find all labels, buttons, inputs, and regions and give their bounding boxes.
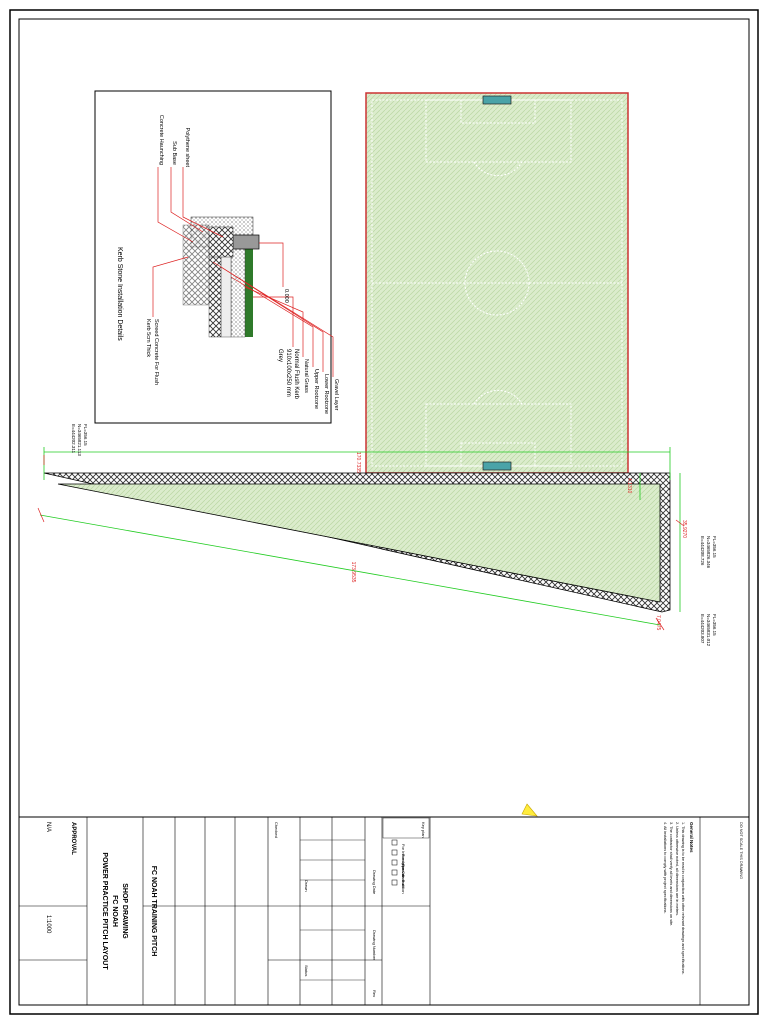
label-level: 0.000 [283,289,289,303]
scale-value: 1:1000 [45,915,51,934]
notes-title: General Notes [689,822,694,853]
coordinate-callouts: E=444202.311 N=3465821.113 FL=356.15 E=4… [71,424,717,647]
practice-area [43,472,671,613]
label-kerb-grey: Grey [277,349,283,362]
label-gravel-layer: Gravel Layer [333,379,339,411]
note-1: 1. This drawing is to be read in conjunc… [681,822,685,975]
drawing-type: SHOP DRAWING [121,883,128,939]
legend-3: For Construction [401,864,406,894]
label-polythene: Polythene sheet [184,128,190,168]
label-kerb-size: 910x100x250 mm [285,349,291,397]
label-natural-grass: Natural Grass [303,359,309,393]
coord-rt-fl: FL=356.15 [712,536,717,558]
goal-bottom [482,461,512,471]
coord-tl-fl: FL=356.15 [83,424,88,446]
main-pitch [365,92,629,474]
legend-4: As Built [401,874,406,888]
note-3: 3. The contractor shall verify all level… [669,822,673,926]
do-not-scale: DO NOT SCALE THIS DRAWING [739,822,743,879]
coord-rb-fl: FL=356.15 [712,614,717,636]
coord-rb-n: N=3465831.012 [706,614,711,647]
title-block [19,816,749,1005]
dim-diagonal: 173.9535 [350,562,356,583]
rev-label: Rev [372,990,377,997]
natural-grass-layer [245,247,253,337]
coord-tl-n: N=3465821.113 [77,424,82,456]
coord-rb-e: E=444203.807 [700,614,705,644]
drawn-label: Drawn [304,880,309,892]
upper-rootzone-layer [230,246,246,338]
pitch-surface [365,92,629,474]
label-lower-rootzone: Lower Rootzone [323,374,329,414]
legend-1: For Information [401,844,406,871]
practice-surface [57,483,661,603]
status-label: Status [304,965,309,976]
dim-right-width: 35.9270 [681,520,687,538]
coord-tl-e: E=444202.311 [71,424,76,454]
dimension-labels: 170.7335 173.9535 35.9270 4.1310 7.0475 [350,452,687,631]
inner-border [18,18,750,1006]
drawing-title: POWER PRACTICE PITCH LAYOUT [101,852,108,970]
coord-rt-e: E=444208.726 [700,536,705,566]
sub-base-block [182,224,210,306]
approval-label: APPROVAL [70,822,76,855]
warning-triangle-icon [521,803,538,817]
dimension-lines [39,447,681,626]
label-haunching: Concrete Haunching [158,115,164,165]
label-normal-flush-kerb: Normal Flush Kerb [293,349,299,400]
na-value: N/A [45,822,51,832]
outer-border [9,9,759,1015]
number-label: Drawing Number [372,930,377,961]
label-upper-rootzone: Upper Rootzone [313,369,319,409]
label-screed: Screed Concrete For Flush [153,319,159,385]
dim-right-lower: 7.0475 [655,615,661,631]
key-plan-label: Key plan [421,822,426,838]
kerb-detail: Kerb Stone Installation Details [94,90,339,424]
dim-right-small: 4.1310 [626,478,632,494]
dim-top: 170.7335 [355,452,361,473]
coord-rt-n: N=3465826.346 [706,536,711,569]
legend-2: For Approval [401,854,406,877]
label-sub-base: Sub Base [171,141,177,165]
lower-rootzone-layer [220,246,232,338]
project-name: FC NOAH TRAINING PITCH [150,866,157,957]
gravel-layer [208,246,222,338]
note-2: 2. Unless otherwise noted, all dimension… [675,822,679,916]
note-4: 4. All installations to comply with proj… [663,822,667,914]
kerb-stone [232,234,260,250]
client-name: FC NOAH [111,895,118,927]
goal-top [482,95,512,105]
title-block-text: FC NOAH TRAINING PITCH SHOP DRAWING FC N… [45,822,743,997]
detail-title: Kerb Stone Installation Details [116,247,123,341]
checked-label: Checked [274,822,279,838]
date-label: Drawing Date [372,870,377,895]
label-screed-2: Kerb 5cm Thick [145,319,151,357]
red-ticks [37,455,685,631]
